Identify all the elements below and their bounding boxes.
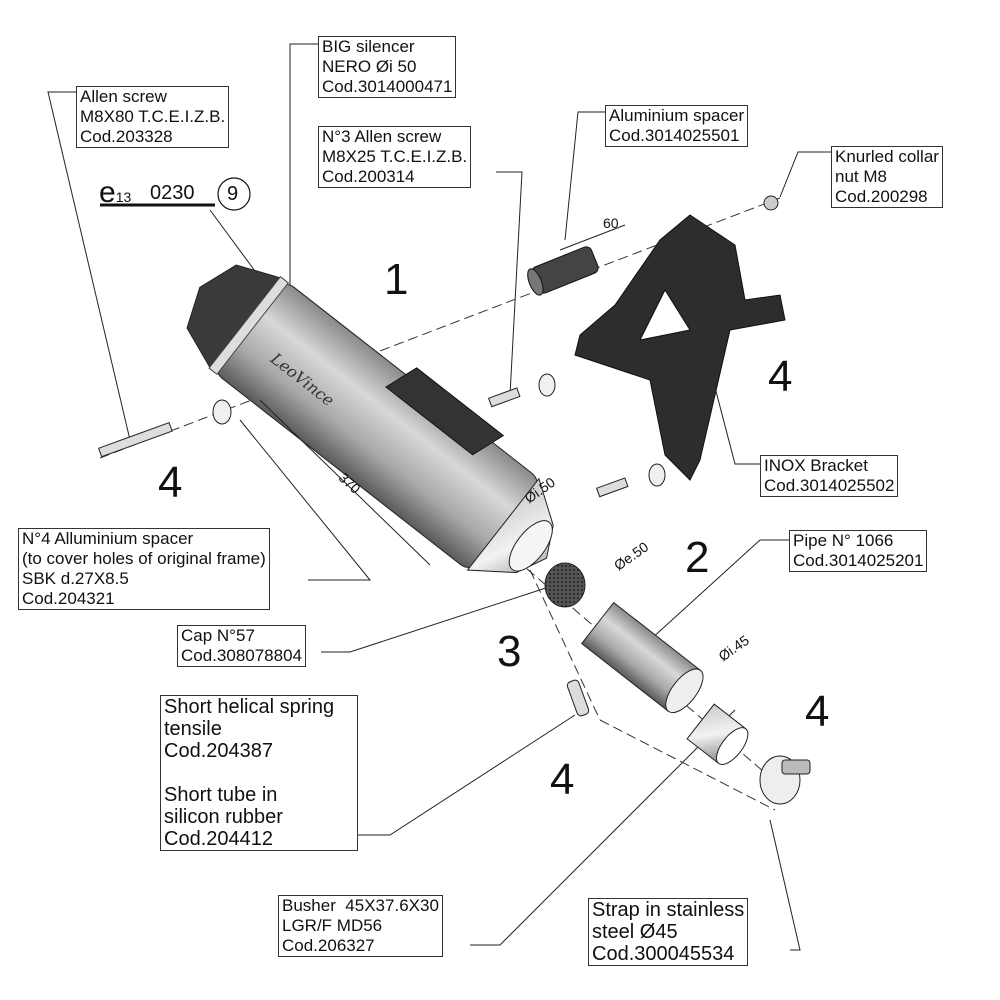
label-line: Cod.308078804 bbox=[181, 646, 303, 665]
label-line: Cod.3014025502 bbox=[764, 476, 895, 495]
dimension-lines bbox=[259, 224, 626, 566]
label-line: N°4 Alluminium spacer bbox=[22, 529, 194, 548]
label-spacer bbox=[164, 762, 354, 784]
busher-part bbox=[686, 703, 749, 765]
label-line: nut M8 bbox=[835, 167, 887, 186]
quantity-spacer: 4 bbox=[158, 458, 183, 507]
label-line: Cod.300045534 bbox=[592, 943, 735, 965]
e-subscript: 13 bbox=[115, 189, 132, 205]
label-line: Cod.204387 bbox=[164, 740, 273, 762]
label-line: NERO Øi 50 bbox=[322, 57, 417, 76]
label-line: Cod.203328 bbox=[80, 127, 173, 146]
e-letter: e bbox=[99, 176, 116, 209]
dimension-spacer-length: 60 bbox=[603, 215, 619, 231]
knurled-nut bbox=[763, 195, 779, 211]
quantity-cap: 3 bbox=[497, 627, 522, 676]
label-line: steel Ø45 bbox=[592, 921, 678, 943]
quantity-spring: 4 bbox=[550, 755, 575, 804]
label-line: Cod.3014025501 bbox=[609, 126, 740, 145]
homologation-circled: 9 bbox=[227, 183, 239, 205]
label-line: Short helical spring bbox=[164, 696, 335, 718]
e-mark: e13 bbox=[99, 176, 131, 210]
label-line: Pipe N° 1066 bbox=[793, 531, 894, 550]
quantity-strap: 4 bbox=[805, 687, 830, 736]
strap-part bbox=[759, 755, 811, 805]
label-line: Cod.200298 bbox=[835, 187, 928, 206]
label-line: SBK d.27X8.5 bbox=[22, 569, 129, 588]
screws bbox=[97, 387, 629, 498]
label-line: Aluminium spacer bbox=[609, 106, 745, 125]
label-line: Allen screw bbox=[80, 87, 167, 106]
pipe-part bbox=[581, 601, 704, 714]
washers bbox=[212, 373, 666, 487]
spring-part bbox=[566, 679, 590, 717]
label-line: (to cover holes of original frame) bbox=[22, 549, 266, 568]
cap-part bbox=[544, 562, 586, 608]
label-line: Cod.204412 bbox=[164, 828, 273, 850]
label-line: Short tube in bbox=[164, 784, 278, 806]
label-line: Knurled collar bbox=[835, 147, 939, 166]
quantity-bracket: 4 bbox=[768, 352, 793, 401]
label-line: Cap N°57 bbox=[181, 626, 255, 645]
quantity-silencer: 1 bbox=[384, 255, 409, 304]
label-line: N°3 Allen screw bbox=[322, 127, 442, 146]
label-line: M8X25 T.C.E.I.Z.B. bbox=[322, 147, 468, 166]
label-line: BIG silencer bbox=[322, 37, 415, 56]
label-line: Cod.204321 bbox=[22, 589, 115, 608]
label-line: Strap in stainless bbox=[592, 899, 745, 921]
label-line: M8X80 T.C.E.I.Z.B. bbox=[80, 107, 226, 126]
label-line: silicon rubber bbox=[164, 806, 283, 828]
quantity-pipe: 2 bbox=[685, 533, 710, 582]
label-line: Cod.3014025201 bbox=[793, 551, 924, 570]
label-line: INOX Bracket bbox=[764, 456, 868, 475]
label-line: Busher 45X37.6X30 bbox=[282, 896, 439, 915]
label-n4-spacer: N°4 Alluminium spacer(to cover holes of … bbox=[18, 528, 270, 610]
label-line: Cod.3014000471 bbox=[322, 77, 453, 96]
label-line: Cod.206327 bbox=[282, 936, 375, 955]
aluminium-spacer-part bbox=[527, 246, 599, 296]
label-line: Cod.200314 bbox=[322, 167, 415, 186]
homologation-number: 0230 bbox=[150, 182, 195, 204]
silencer-body bbox=[186, 264, 554, 574]
label-line: tensile bbox=[164, 718, 222, 740]
label-line: LGR/F MD56 bbox=[282, 916, 383, 935]
inox-bracket bbox=[574, 214, 786, 481]
